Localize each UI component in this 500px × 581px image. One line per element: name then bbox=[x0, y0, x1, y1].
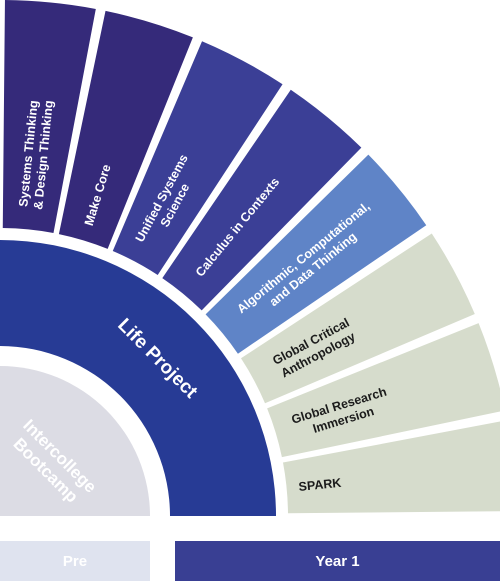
life-project-ring[interactable] bbox=[0, 240, 276, 516]
segment-7[interactable] bbox=[267, 323, 500, 458]
segment-8[interactable] bbox=[282, 420, 500, 514]
segment-8-label: SPARK bbox=[298, 476, 342, 494]
segment-2[interactable] bbox=[58, 10, 193, 249]
segment-label-line: SPARK bbox=[298, 476, 342, 494]
year1-stage-bar: Year 1 bbox=[175, 541, 500, 581]
segment-1[interactable] bbox=[2, 0, 96, 234]
pre-stage-label: Pre bbox=[62, 552, 88, 570]
intercollege-bootcamp-core[interactable] bbox=[0, 366, 150, 516]
year1-stage-label: Year 1 bbox=[315, 552, 360, 570]
segment-6[interactable] bbox=[240, 233, 475, 404]
segment-5[interactable] bbox=[205, 154, 427, 354]
segment-1-label: Systems Thinking& Design Thinking bbox=[16, 98, 56, 210]
segment-3[interactable] bbox=[112, 41, 283, 276]
pre-stage-bar: Pre bbox=[0, 541, 150, 581]
segment-4[interactable] bbox=[162, 89, 362, 311]
